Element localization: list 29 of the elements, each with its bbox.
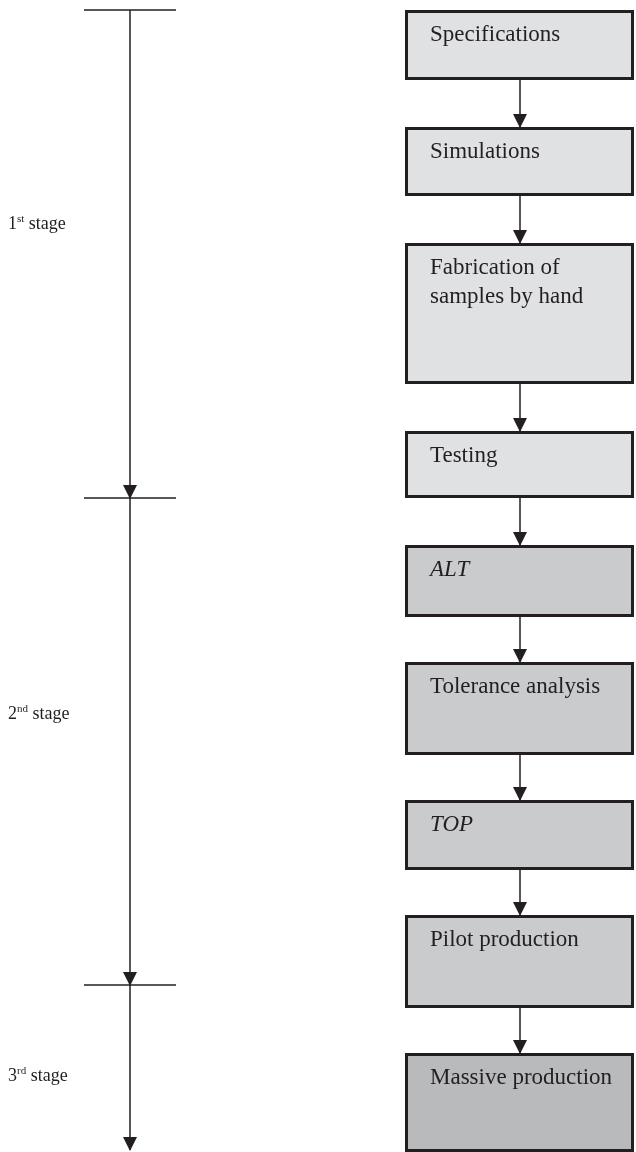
arrow	[513, 869, 527, 916]
arrow	[513, 1007, 527, 1054]
arrow	[513, 497, 527, 546]
step-text: Massive production	[430, 1063, 614, 1091]
arrow	[513, 616, 527, 663]
step-text: Specifications	[430, 20, 562, 48]
process-box	[405, 662, 634, 755]
step-text: Simulations	[430, 137, 541, 165]
stage-label: 2$^{nd}$ stage	[8, 702, 70, 724]
process-box	[405, 127, 634, 196]
arrow	[513, 195, 527, 244]
step-text: Fabrication of samples by hand	[430, 253, 585, 310]
process-box	[405, 431, 634, 498]
step-text: Tolerance analysis	[430, 672, 602, 700]
process-box	[405, 545, 634, 617]
step-text: Pilot production	[430, 925, 580, 953]
arrow	[513, 79, 527, 128]
arrow	[513, 754, 527, 801]
step-text: Testing	[430, 441, 499, 469]
process-box	[405, 10, 634, 80]
process-box	[405, 243, 634, 384]
process-box	[405, 1053, 634, 1152]
step-text: TOP	[430, 810, 475, 838]
process-box	[405, 800, 634, 870]
process-box	[405, 915, 634, 1008]
stage-label: 3$^{rd}$ stage	[8, 1064, 68, 1086]
stage-label: 1$^{st}$ stage	[8, 212, 66, 234]
step-text: ALT	[430, 555, 472, 583]
arrow	[513, 383, 527, 432]
